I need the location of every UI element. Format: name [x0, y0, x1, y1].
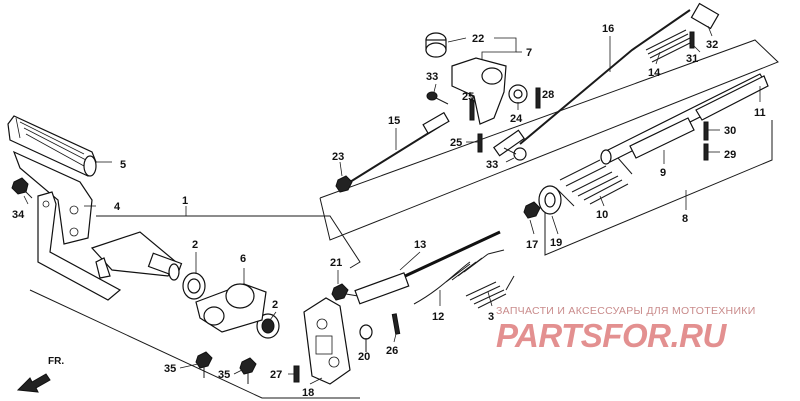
return-spring-3: [465, 275, 515, 309]
pivot-bracket: [195, 283, 267, 333]
pin-29: [703, 143, 709, 161]
callout-7: 7: [526, 47, 532, 59]
bolt-35-right: [239, 357, 257, 384]
callout-35: 35: [218, 369, 230, 381]
callout-29: 29: [724, 149, 736, 161]
callout-25: 25: [450, 137, 462, 149]
callout-22: 22: [472, 33, 484, 45]
pin-25-bottom: [477, 133, 483, 153]
callout-35: 35: [164, 363, 176, 375]
callout-31: 31: [686, 53, 698, 65]
bolt-35-left: [195, 351, 213, 378]
callout-16: 16: [602, 23, 614, 35]
callout-33: 33: [486, 159, 498, 171]
pedal-arm: [303, 297, 351, 385]
callout-27: 27: [270, 369, 282, 381]
return-spring-12: [413, 249, 505, 305]
callout-8: 8: [682, 213, 688, 225]
callout-14: 14: [648, 67, 661, 79]
coil-spring-10: [555, 157, 633, 207]
brake-cable: [493, 9, 691, 157]
group-frame-brake-pedal: [29, 215, 361, 399]
callout-19: 19: [550, 237, 562, 249]
callout-17: 17: [526, 239, 538, 251]
pedal-plate: [12, 150, 93, 245]
group-frame-brake-rod: [319, 39, 779, 241]
brake-arm-bracket: [451, 57, 507, 125]
collar-22: [425, 32, 447, 58]
callout-21: 21: [330, 257, 342, 269]
callout-15: 15: [388, 115, 400, 127]
callout-24: 24: [510, 113, 523, 125]
callout-4: 4: [114, 201, 121, 213]
callout-23: 23: [332, 151, 344, 163]
brake-rod-rear: [349, 111, 450, 183]
callout-10: 10: [596, 209, 608, 221]
bolt-34: [11, 177, 33, 199]
callout-28: 28: [542, 89, 554, 101]
callout-3: 3: [488, 311, 494, 323]
brake-pedal: [37, 191, 183, 301]
callout-5: 5: [120, 159, 126, 171]
bolt-21: [331, 283, 359, 301]
front-direction-arrow: [16, 373, 51, 393]
callout-26: 26: [386, 345, 398, 357]
pin-25-top: [469, 99, 475, 121]
callout-18: 18: [302, 387, 314, 399]
front-direction-label: FR.: [48, 356, 65, 367]
callout-20: 20: [358, 351, 370, 363]
bolt-33-bottom: [503, 147, 527, 161]
watermark-logo: PARTSFOR.RU: [496, 317, 726, 354]
washer-19: [538, 185, 562, 215]
bolt-33-top: [426, 91, 449, 105]
callout-33: 33: [426, 71, 438, 83]
callout-1: 1: [182, 195, 188, 207]
callout-32: 32: [706, 39, 718, 51]
pin-27: [293, 365, 300, 383]
callout-13: 13: [414, 239, 426, 251]
pin-30: [703, 121, 709, 141]
watermark-caption: ЗАПЧАСТИ И АКСЕССУАРЫ ДЛЯ МОТОТЕХНИКИ: [496, 305, 756, 317]
callout-2: 2: [272, 299, 278, 311]
nut-23: [335, 175, 353, 193]
pin-28: [535, 87, 541, 109]
callout-25: 25: [462, 91, 474, 103]
callout-numbers: 1 2 2 3 4 5 6 7 8 9 10 11 12 13 14 15 16…: [12, 23, 766, 399]
callout-2: 2: [192, 239, 198, 251]
brake-shaft: [600, 73, 769, 165]
leader-lines: [23, 25, 761, 385]
callout-9: 9: [660, 167, 666, 179]
callout-11: 11: [754, 107, 766, 119]
callout-12: 12: [432, 311, 444, 323]
adjuster-32: [690, 2, 720, 30]
pin-31: [689, 31, 695, 49]
nut-17: [523, 201, 541, 219]
callout-6: 6: [240, 253, 246, 265]
collar-left: [182, 272, 206, 300]
callout-34: 34: [12, 209, 25, 221]
shaft-sleeve: [629, 117, 695, 159]
spring-14: [645, 29, 693, 63]
callout-30: 30: [724, 125, 736, 137]
washer-24: [508, 84, 528, 104]
pin-26: [391, 313, 401, 335]
group-frame-shaft: [544, 120, 773, 256]
brake-rod-front: [354, 230, 501, 305]
